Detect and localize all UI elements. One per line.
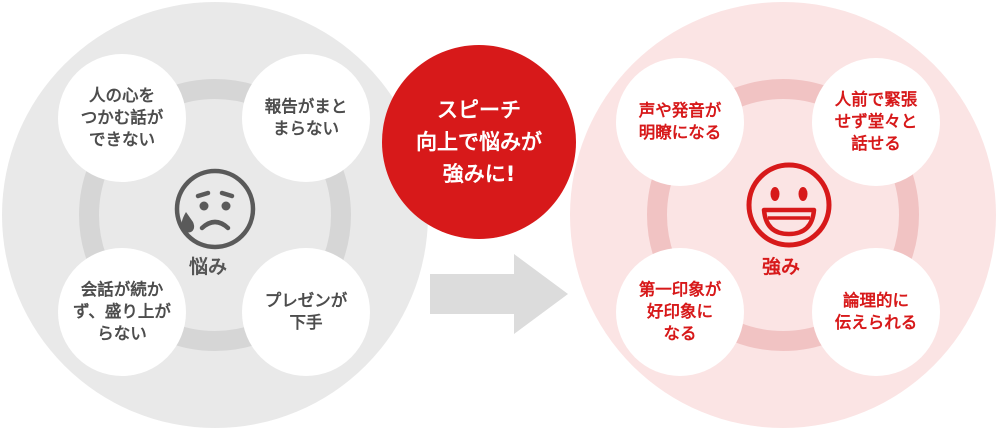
strength-bubble-3: 第一印象が 好印象に なる — [616, 248, 744, 376]
worry-bubble-3: 会話が続か ず、盛り上が らない — [58, 248, 186, 376]
strength-text-1: 声や発音が 明瞭になる — [638, 101, 722, 142]
worries-label: 悩み — [189, 256, 228, 278]
speech-callout: スピーチ 向上で悩みが 強みに! — [382, 45, 576, 239]
strength-bubble-2: 人前で緊張 せず堂々と 話せる — [812, 58, 940, 186]
worry-bubble-4: プレゼンが 下手 — [242, 248, 370, 376]
strength-bubble-1: 声や発音が 明瞭になる — [616, 58, 744, 186]
strength-text-3: 第一印象が 好印象に なる — [638, 280, 722, 343]
strength-text-2: 人前で緊張 せず堂々と 話せる — [834, 90, 918, 153]
callout-text: スピーチ 向上で悩みが 強みに! — [416, 98, 542, 186]
strengths-label: 強み — [762, 256, 801, 278]
worry-bubble-1: 人の心を つかむ話が できない — [58, 54, 186, 182]
worry-text-3: 会話が続か ず、盛り上が らない — [73, 280, 171, 343]
right-arrow-icon — [430, 254, 568, 334]
worry-text-2: 報告がまと まらない — [264, 97, 348, 138]
worry-text-4: プレゼンが 下手 — [264, 291, 348, 332]
strength-bubble-4: 論理的に 伝えられる — [812, 248, 940, 376]
worried-face-icon — [174, 168, 256, 250]
worry-bubble-2: 報告がまと まらない — [242, 54, 370, 182]
smiling-face-icon — [746, 162, 832, 248]
strength-text-4: 論理的に 伝えられる — [834, 291, 918, 332]
worry-text-1: 人の心を つかむ話が できない — [80, 86, 164, 149]
